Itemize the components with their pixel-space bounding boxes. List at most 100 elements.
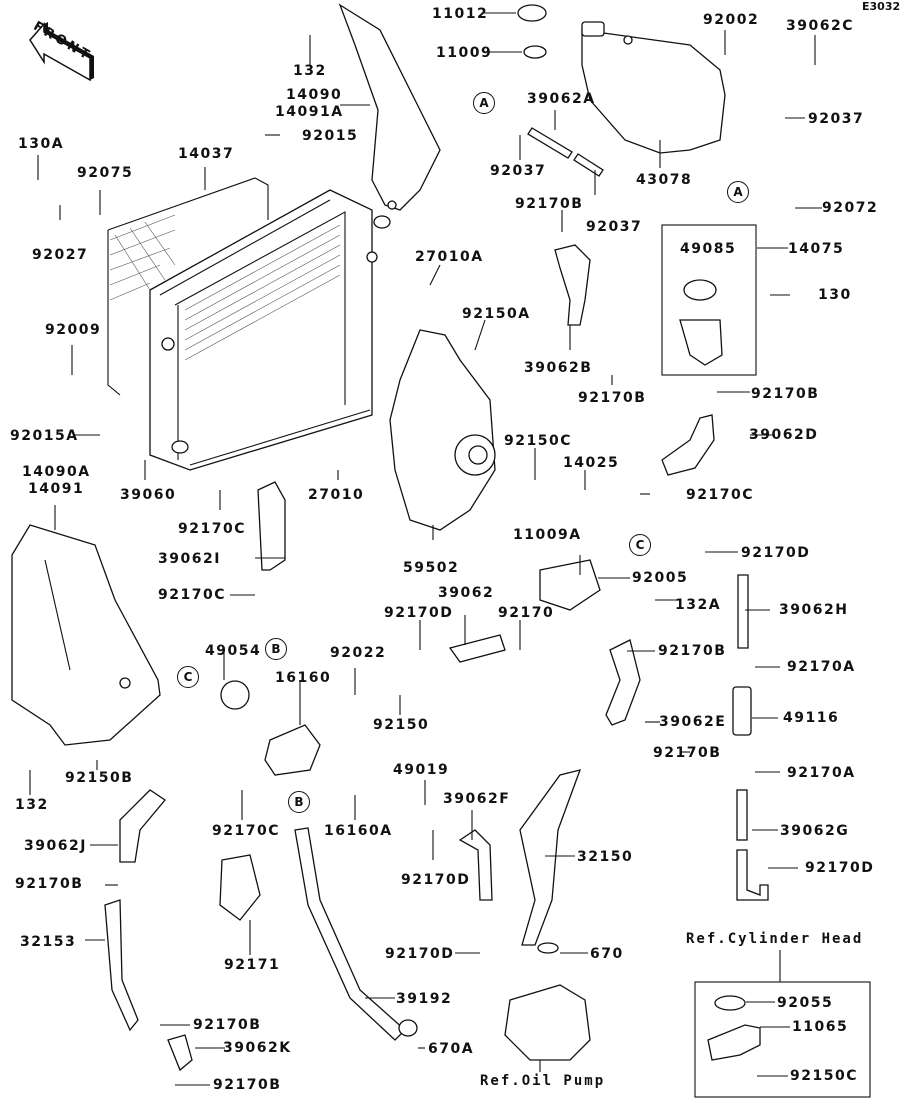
hose-39062I <box>257 481 286 571</box>
part-label[interactable]: 39062G <box>780 823 850 839</box>
part-label[interactable]: 11009A <box>513 527 582 543</box>
part-label[interactable]: 92150A <box>462 306 531 322</box>
part-label[interactable]: 92170B <box>213 1077 282 1093</box>
part-label[interactable]: 49054 <box>205 643 262 659</box>
connector-c-marker: C <box>629 534 651 556</box>
hose-39062K <box>167 1034 193 1072</box>
part-label[interactable]: 92170B <box>751 386 820 402</box>
fitting-11065 <box>707 1024 761 1061</box>
part-label[interactable]: 11012 <box>432 6 489 22</box>
part-label[interactable]: 32153 <box>20 934 77 950</box>
part-label[interactable]: 92150 <box>373 717 430 733</box>
part-label[interactable]: 92015 <box>302 128 359 144</box>
part-label[interactable]: 43078 <box>636 172 693 188</box>
part-label[interactable]: 27010A <box>415 249 484 265</box>
part-label[interactable]: 39062 <box>438 585 495 601</box>
part-label[interactable]: 92170D <box>741 545 811 561</box>
part-label[interactable]: 132A <box>675 597 722 613</box>
part-label[interactable]: 11009 <box>436 45 493 61</box>
part-label[interactable]: 92170B <box>578 390 647 406</box>
part-label[interactable]: 14075 <box>788 241 845 257</box>
o-ring-670A <box>398 1019 418 1037</box>
part-label[interactable]: 92150B <box>65 770 134 786</box>
part-label[interactable]: 14091A <box>275 104 344 120</box>
part-label[interactable]: 14090 <box>286 87 343 103</box>
part-label[interactable]: 39062F <box>443 791 511 807</box>
hose-39062G <box>736 789 748 841</box>
part-label[interactable]: 132 <box>15 797 49 813</box>
part-label[interactable]: 32150 <box>577 849 634 865</box>
o-ring-92055 <box>714 995 746 1011</box>
part-label[interactable]: 39062K <box>223 1040 292 1056</box>
part-label[interactable]: 59502 <box>403 560 460 576</box>
hose-32153 <box>104 899 139 1032</box>
part-label[interactable]: 92037 <box>490 163 547 179</box>
part-label[interactable]: 92075 <box>77 165 134 181</box>
part-label[interactable]: 39062A <box>527 91 596 107</box>
part-label[interactable]: 92170C <box>686 487 754 503</box>
part-label[interactable]: 92037 <box>808 111 865 127</box>
part-label[interactable]: 92170A <box>787 659 856 675</box>
part-label[interactable]: 49019 <box>393 762 450 778</box>
filter-49116 <box>732 686 752 736</box>
part-label[interactable]: 92170A <box>787 765 856 781</box>
part-label[interactable]: 11065 <box>792 1019 849 1035</box>
part-label[interactable]: 16160A <box>324 823 393 839</box>
hose-39062H <box>737 574 749 649</box>
part-label[interactable]: 39192 <box>396 991 453 1007</box>
part-label[interactable]: 92150C <box>790 1068 858 1084</box>
part-label[interactable]: 92170D <box>385 946 455 962</box>
part-label[interactable]: 132 <box>293 63 327 79</box>
part-label[interactable]: 92027 <box>32 247 89 263</box>
part-label[interactable]: 92005 <box>632 570 689 586</box>
pipe-11009A <box>539 559 601 611</box>
pipe-39192 <box>294 827 406 1041</box>
part-label[interactable]: 92170C <box>178 521 246 537</box>
part-label[interactable]: 92170B <box>653 745 722 761</box>
part-label[interactable]: 39060 <box>120 487 177 503</box>
part-label[interactable]: 92022 <box>330 645 387 661</box>
part-label[interactable]: 14037 <box>178 146 235 162</box>
part-label[interactable]: 130A <box>18 136 65 152</box>
part-label[interactable]: 92015A <box>10 428 79 444</box>
part-label[interactable]: 92170B <box>193 1017 262 1033</box>
part-label[interactable]: 49116 <box>783 710 840 726</box>
part-label[interactable]: 92170C <box>158 587 226 603</box>
part-label[interactable]: 39062B <box>524 360 593 376</box>
part-label[interactable]: 92170 <box>498 605 555 621</box>
part-label[interactable]: 39062H <box>779 602 849 618</box>
part-label[interactable]: 130 <box>818 287 852 303</box>
part-label[interactable]: 14090A <box>22 464 91 480</box>
part-label[interactable]: 39062D <box>749 427 819 443</box>
part-label[interactable]: 92150C <box>504 433 572 449</box>
part-label[interactable]: 39062E <box>659 714 727 730</box>
part-label[interactable]: 92170B <box>15 876 84 892</box>
part-label[interactable]: 92171 <box>224 957 281 973</box>
part-label[interactable]: 39062J <box>24 838 87 854</box>
part-label[interactable]: 14091 <box>28 481 85 497</box>
part-label[interactable]: 92170B <box>515 196 584 212</box>
part-label[interactable]: 92037 <box>586 219 643 235</box>
part-label[interactable]: 16160 <box>275 670 332 686</box>
part-label[interactable]: 670A <box>428 1041 475 1057</box>
part-label[interactable]: 670 <box>590 946 624 962</box>
part-label[interactable]: 92170D <box>805 860 875 876</box>
part-label[interactable]: 92170C <box>212 823 280 839</box>
part-label[interactable]: 39062C <box>786 18 854 34</box>
part-label[interactable]: 92072 <box>822 200 879 216</box>
part-label[interactable]: 92002 <box>703 12 760 28</box>
part-label[interactable]: 92055 <box>777 995 834 1011</box>
part-label[interactable]: 27010 <box>308 487 365 503</box>
diagram-code: E3032 <box>862 0 901 13</box>
part-label[interactable]: 92170D <box>401 872 471 888</box>
part-label[interactable]: 14025 <box>563 455 620 471</box>
part-label[interactable]: 92170D <box>384 605 454 621</box>
oil-pump <box>504 984 591 1061</box>
connector-b-marker: B <box>288 791 310 813</box>
part-label[interactable]: 39062I <box>158 551 221 567</box>
bracket-14090 <box>338 3 441 211</box>
part-label[interactable]: 92170B <box>658 643 727 659</box>
part-label[interactable]: 92009 <box>45 322 102 338</box>
part-label[interactable]: 49085 <box>680 241 737 257</box>
radiator-39060 <box>149 189 391 471</box>
